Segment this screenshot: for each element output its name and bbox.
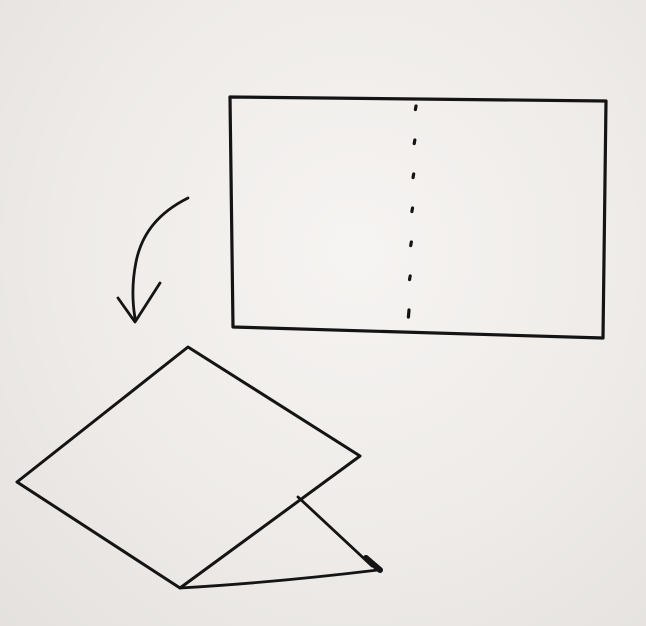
folded-sheet-base-edge [180, 570, 378, 588]
fold-dot [412, 208, 413, 212]
folded-sheet-back-panel [298, 497, 372, 566]
fold-arrow-icon [118, 198, 188, 322]
arrow-head [118, 283, 160, 322]
fold-line-dots [408, 106, 416, 317]
unfolded-sheet-outline [230, 97, 606, 338]
folded-sheet-front-panel [17, 347, 360, 588]
fold-dot [411, 242, 412, 246]
fold-dot [414, 140, 415, 144]
fold-dot [413, 174, 414, 178]
arrow-curve [133, 198, 188, 318]
fold-dot [415, 106, 416, 110]
unfolded-sheet [230, 97, 606, 338]
folded-sheet [17, 347, 380, 588]
fold-dot [410, 276, 411, 280]
fold-dot [408, 310, 409, 317]
